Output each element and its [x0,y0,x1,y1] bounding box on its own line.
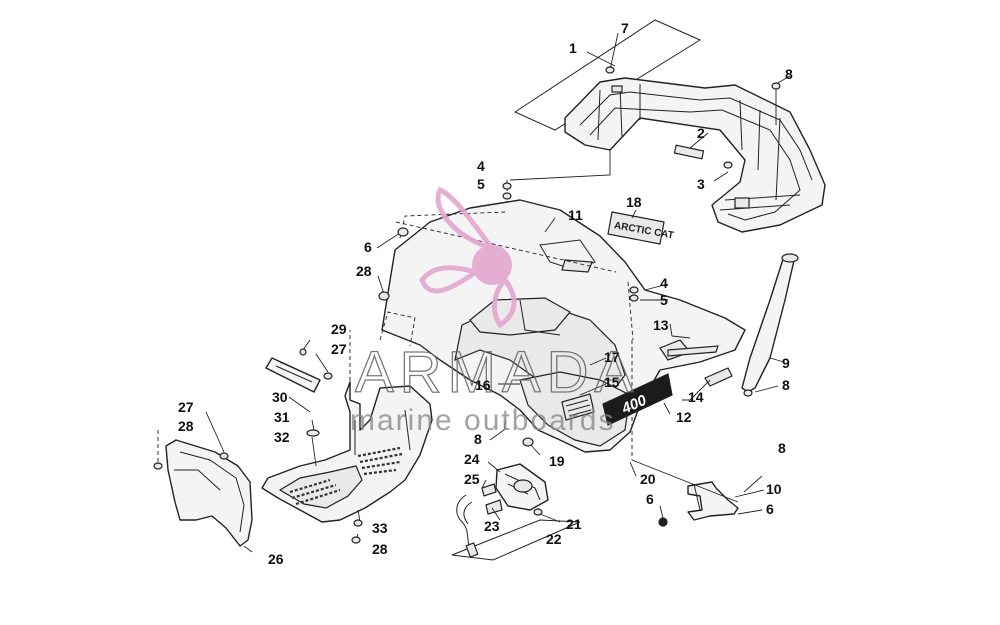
callout-19: 19 [549,453,565,469]
callout-32: 32 [274,429,290,445]
watermark-subtitle: marine outboards [350,404,615,437]
callout-28-upper: 28 [356,263,372,279]
callout-13: 13 [653,317,669,333]
floorboard [261,381,433,523]
callout-8-fender: 8 [474,431,482,447]
callout-25: 25 [464,471,480,487]
callout-7: 7 [621,20,629,36]
callout-9: 9 [782,355,790,371]
callout-10: 10 [766,481,782,497]
callout-11: 11 [568,207,583,223]
small-decals [561,339,733,421]
propeller-logo-icon [419,186,517,329]
watermark-title: ARMADA [355,340,639,405]
arctic-cat-badge: ARCTIC CAT [607,211,674,245]
callout-4-left: 4 [477,158,485,174]
callout-3: 3 [697,176,705,192]
callout-16: 16 [475,377,491,393]
callout-28-lower-left: 28 [178,418,194,434]
callout-2: 2 [697,125,705,141]
callout-5-left: 5 [477,176,485,192]
callout-6-mid: 6 [646,491,654,507]
callout-26: 26 [268,551,284,567]
callout-6-left: 6 [364,239,372,255]
callout-24: 24 [464,451,480,467]
splash-panel [165,439,253,547]
callout-27-upper: 27 [331,341,347,357]
callout-15: 15 [604,374,620,390]
callout-4-right: 4 [660,275,668,291]
callout-27-lower: 27 [178,399,194,415]
callout-21: 21 [566,516,582,532]
tail-light-assembly [451,463,581,561]
callout-17: 17 [604,349,620,365]
callout-30: 30 [272,389,288,405]
callout-6-right: 6 [766,501,774,517]
callout-22: 22 [546,531,562,547]
heel-plate [265,357,321,393]
rear-rack [513,19,826,233]
callout-18: 18 [626,194,642,210]
callout-29: 29 [331,321,347,337]
rear-bracket [687,481,739,521]
callout-12: 12 [676,409,692,425]
callout-28-lower: 28 [372,541,388,557]
callout-33: 33 [372,520,388,536]
callout-labels: 1 7 8 2 3 4 5 18 11 6 28 4 5 13 9 8 29 2… [178,20,793,567]
callout-8-rack: 8 [785,66,793,82]
callout-23: 23 [484,518,500,534]
callout-8-bracket: 8 [778,440,786,456]
watermark: ARMADA marine outboards [350,186,639,437]
brace-bar [741,253,799,393]
callout-31: 31 [274,409,290,425]
callout-1: 1 [569,40,577,56]
callout-20: 20 [640,471,656,487]
callout-5-right: 5 [660,292,668,308]
callout-8-brace: 8 [782,377,790,393]
callout-14: 14 [688,389,704,405]
